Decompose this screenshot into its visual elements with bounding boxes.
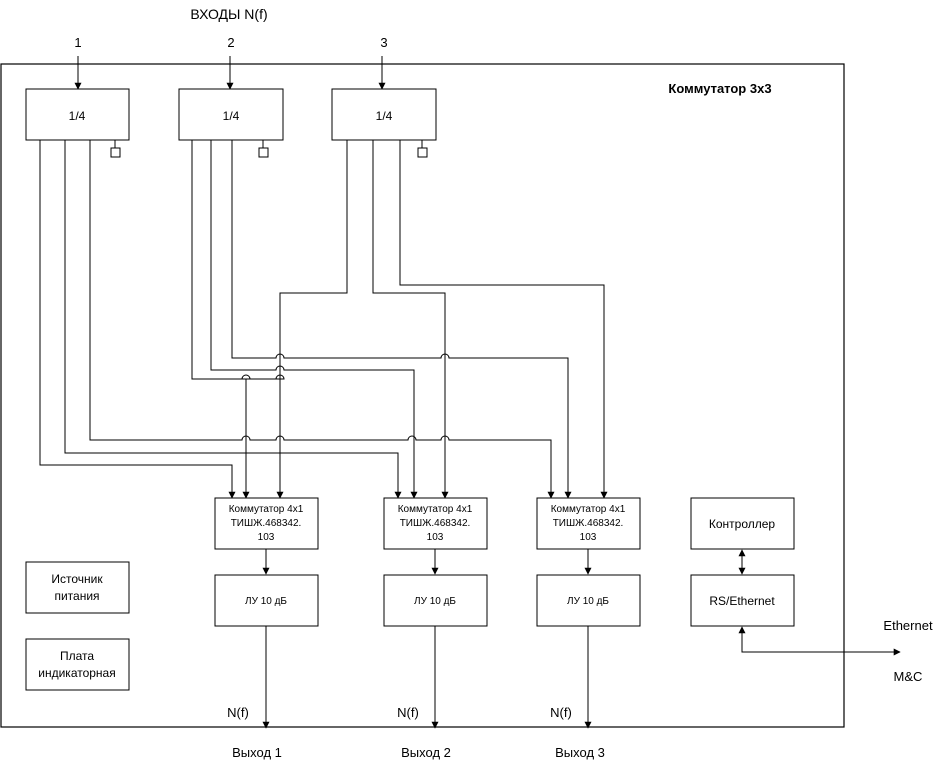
inputs-title: ВХОДЫ N(f) (190, 6, 267, 22)
input-number-3: 3 (380, 35, 387, 50)
power-supply-line-2: питания (54, 589, 99, 603)
mc-label: M&C (894, 669, 923, 684)
splitter-1-terminator (110, 147, 121, 158)
switch-3-line-1: Коммутатор 4х1 (551, 504, 626, 515)
switch-1-line-1: Коммутатор 4х1 (229, 504, 304, 515)
splitter-1: 1/4 (25, 88, 130, 158)
indicator-board-block: Плата индикаторная (25, 638, 130, 691)
output-signal-3: N(f) (550, 705, 572, 720)
attenuator-3-label: ЛУ 10 дБ (567, 596, 609, 607)
indicator-board-line-1: Плата (60, 649, 94, 663)
indicator-board-line-2: индикаторная (38, 666, 115, 680)
output-label-2: Выход 2 (401, 745, 451, 760)
output-signal-2: N(f) (397, 705, 419, 720)
splitter-2: 1/4 (178, 88, 284, 158)
rs-ethernet-label: RS/Ethernet (709, 594, 775, 608)
switch-4x1-1: Коммутатор 4х1 ТИШЖ.468342. 103 (214, 497, 319, 550)
rs-ethernet-block: RS/Ethernet (690, 574, 795, 627)
routing-wires (39, 140, 608, 498)
splitter-1-label: 1/4 (69, 109, 86, 123)
output-label-3: Выход 3 (555, 745, 605, 760)
splitter-2-label: 1/4 (223, 109, 240, 123)
splitter-3-terminator (417, 147, 428, 158)
switch-2-line-2: ТИШЖ.468342. (400, 518, 471, 529)
power-supply-block: Источник питания (25, 561, 130, 614)
attenuator-1: ЛУ 10 дБ (214, 574, 319, 627)
attenuator-2: ЛУ 10 дБ (383, 574, 488, 627)
output-label-1: Выход 1 (232, 745, 282, 760)
ethernet-label: Ethernet (883, 618, 933, 633)
power-supply-line-1: Источник (51, 572, 103, 586)
switch-4x1-2: Коммутатор 4х1 ТИШЖ.468342. 103 (383, 497, 488, 550)
switch-1-line-2: ТИШЖ.468342. (231, 518, 302, 529)
attenuator-3: ЛУ 10 дБ (536, 574, 641, 627)
switch-1-line-3: 103 (258, 532, 275, 543)
switch-2-line-3: 103 (427, 532, 444, 543)
attenuator-1-label: ЛУ 10 дБ (245, 596, 287, 607)
switch-2-line-1: Коммутатор 4х1 (398, 504, 473, 515)
output-signal-1: N(f) (227, 705, 249, 720)
switch-3-line-3: 103 (580, 532, 597, 543)
splitter-2-terminator (258, 147, 269, 158)
switch-3-line-2: ТИШЖ.468342. (553, 518, 624, 529)
switch-4x1-3: Коммутатор 4х1 ТИШЖ.468342. 103 (536, 497, 641, 550)
controller-label: Контроллер (709, 517, 776, 531)
input-number-2: 2 (227, 35, 234, 50)
splitter-3: 1/4 (331, 88, 437, 158)
frame-title: Коммутатор 3х3 (668, 81, 771, 96)
input-number-1: 1 (74, 35, 81, 50)
controller-block: Контроллер (690, 497, 795, 550)
splitter-3-label: 1/4 (376, 109, 393, 123)
attenuator-2-label: ЛУ 10 дБ (414, 596, 456, 607)
ethernet-link (738, 626, 901, 656)
switch-3x3-frame (0, 63, 845, 728)
